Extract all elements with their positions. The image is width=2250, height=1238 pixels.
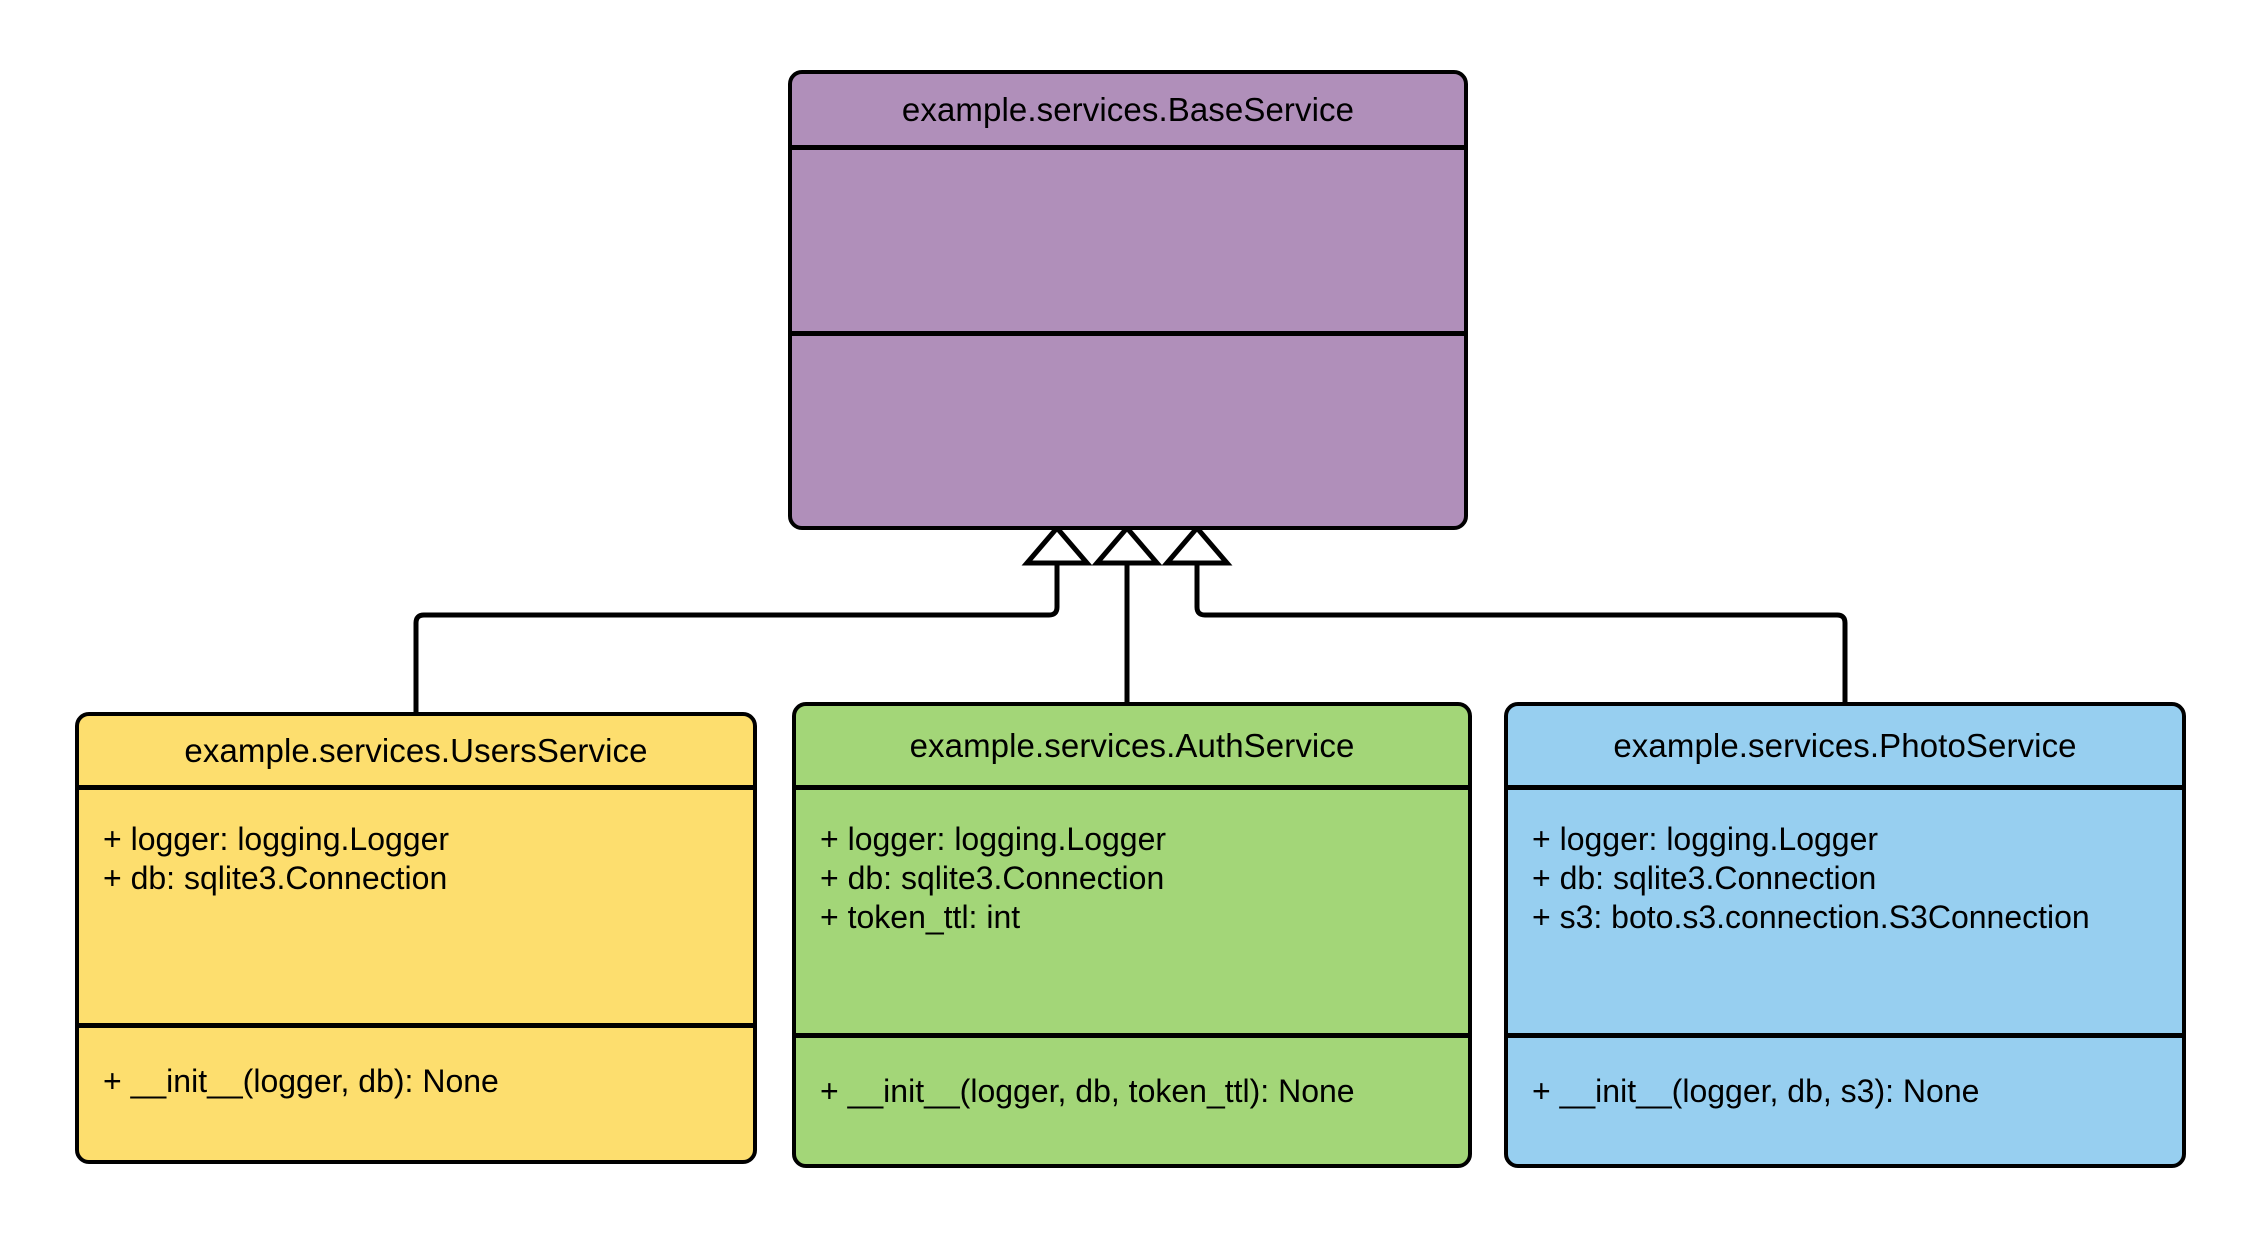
method-item: + __init__(logger, db, token_ttl): None <box>820 1073 1355 1109</box>
hollow-triangle-arrowhead-users <box>1021 524 1093 566</box>
class-name-compartment: example.services.PhotoService <box>1508 706 2182 785</box>
class-name-label: example.services.BaseService <box>901 90 1355 128</box>
hollow-triangle-arrowhead-photo <box>1161 524 1233 566</box>
methods-compartment: + __init__(logger, db, s3): None <box>1508 1033 2182 1164</box>
attribute-item: + db: sqlite3.Connection <box>820 860 1165 897</box>
method-item: + __init__(logger, db): None <box>103 1063 499 1099</box>
uml-class-photo-service[interactable]: example.services.PhotoService + logger: … <box>1504 702 2186 1168</box>
uml-class-auth-service[interactable]: example.services.AuthService + logger: l… <box>792 702 1472 1168</box>
uml-class-users-service[interactable]: example.services.UsersService + logger: … <box>75 712 757 1164</box>
attributes-compartment: + logger: logging.Logger + db: sqlite3.C… <box>796 785 1468 1033</box>
class-name-label: example.services.AuthService <box>909 726 1355 764</box>
attribute-item: + db: sqlite3.Connection <box>103 860 448 897</box>
hollow-triangle-arrowhead-auth <box>1091 524 1163 566</box>
attribute-item: + logger: logging.Logger <box>820 821 1167 857</box>
method-item: + __init__(logger, db, s3): None <box>1532 1073 1980 1109</box>
edge-photo-to-base <box>1161 524 1848 703</box>
methods-compartment: + __init__(logger, db, token_ttl): None <box>796 1033 1468 1164</box>
uml-class-base-service[interactable]: example.services.BaseService <box>788 70 1468 530</box>
class-name-compartment: example.services.UsersService <box>79 716 753 785</box>
methods-compartment <box>792 331 1464 526</box>
attribute-item: + s3: boto.s3.connection.S3Connection <box>1532 899 2090 936</box>
attribute-item: + logger: logging.Logger <box>1532 821 1879 857</box>
class-name-label: example.services.PhotoService <box>1613 726 2077 764</box>
attributes-compartment: + logger: logging.Logger + db: sqlite3.C… <box>79 785 753 1023</box>
attribute-item: + db: sqlite3.Connection <box>1532 860 1877 897</box>
class-name-compartment: example.services.BaseService <box>792 74 1464 145</box>
methods-compartment: + __init__(logger, db): None <box>79 1023 753 1160</box>
edge-users-to-base <box>413 524 1093 713</box>
attribute-item: + token_ttl: int <box>820 899 1021 936</box>
attributes-compartment <box>792 145 1464 331</box>
attribute-item: + logger: logging.Logger <box>103 821 450 857</box>
edge-auth-to-base <box>1091 524 1163 703</box>
attributes-compartment: + logger: logging.Logger + db: sqlite3.C… <box>1508 785 2182 1033</box>
class-name-compartment: example.services.AuthService <box>796 706 1468 785</box>
class-name-label: example.services.UsersService <box>184 731 648 769</box>
